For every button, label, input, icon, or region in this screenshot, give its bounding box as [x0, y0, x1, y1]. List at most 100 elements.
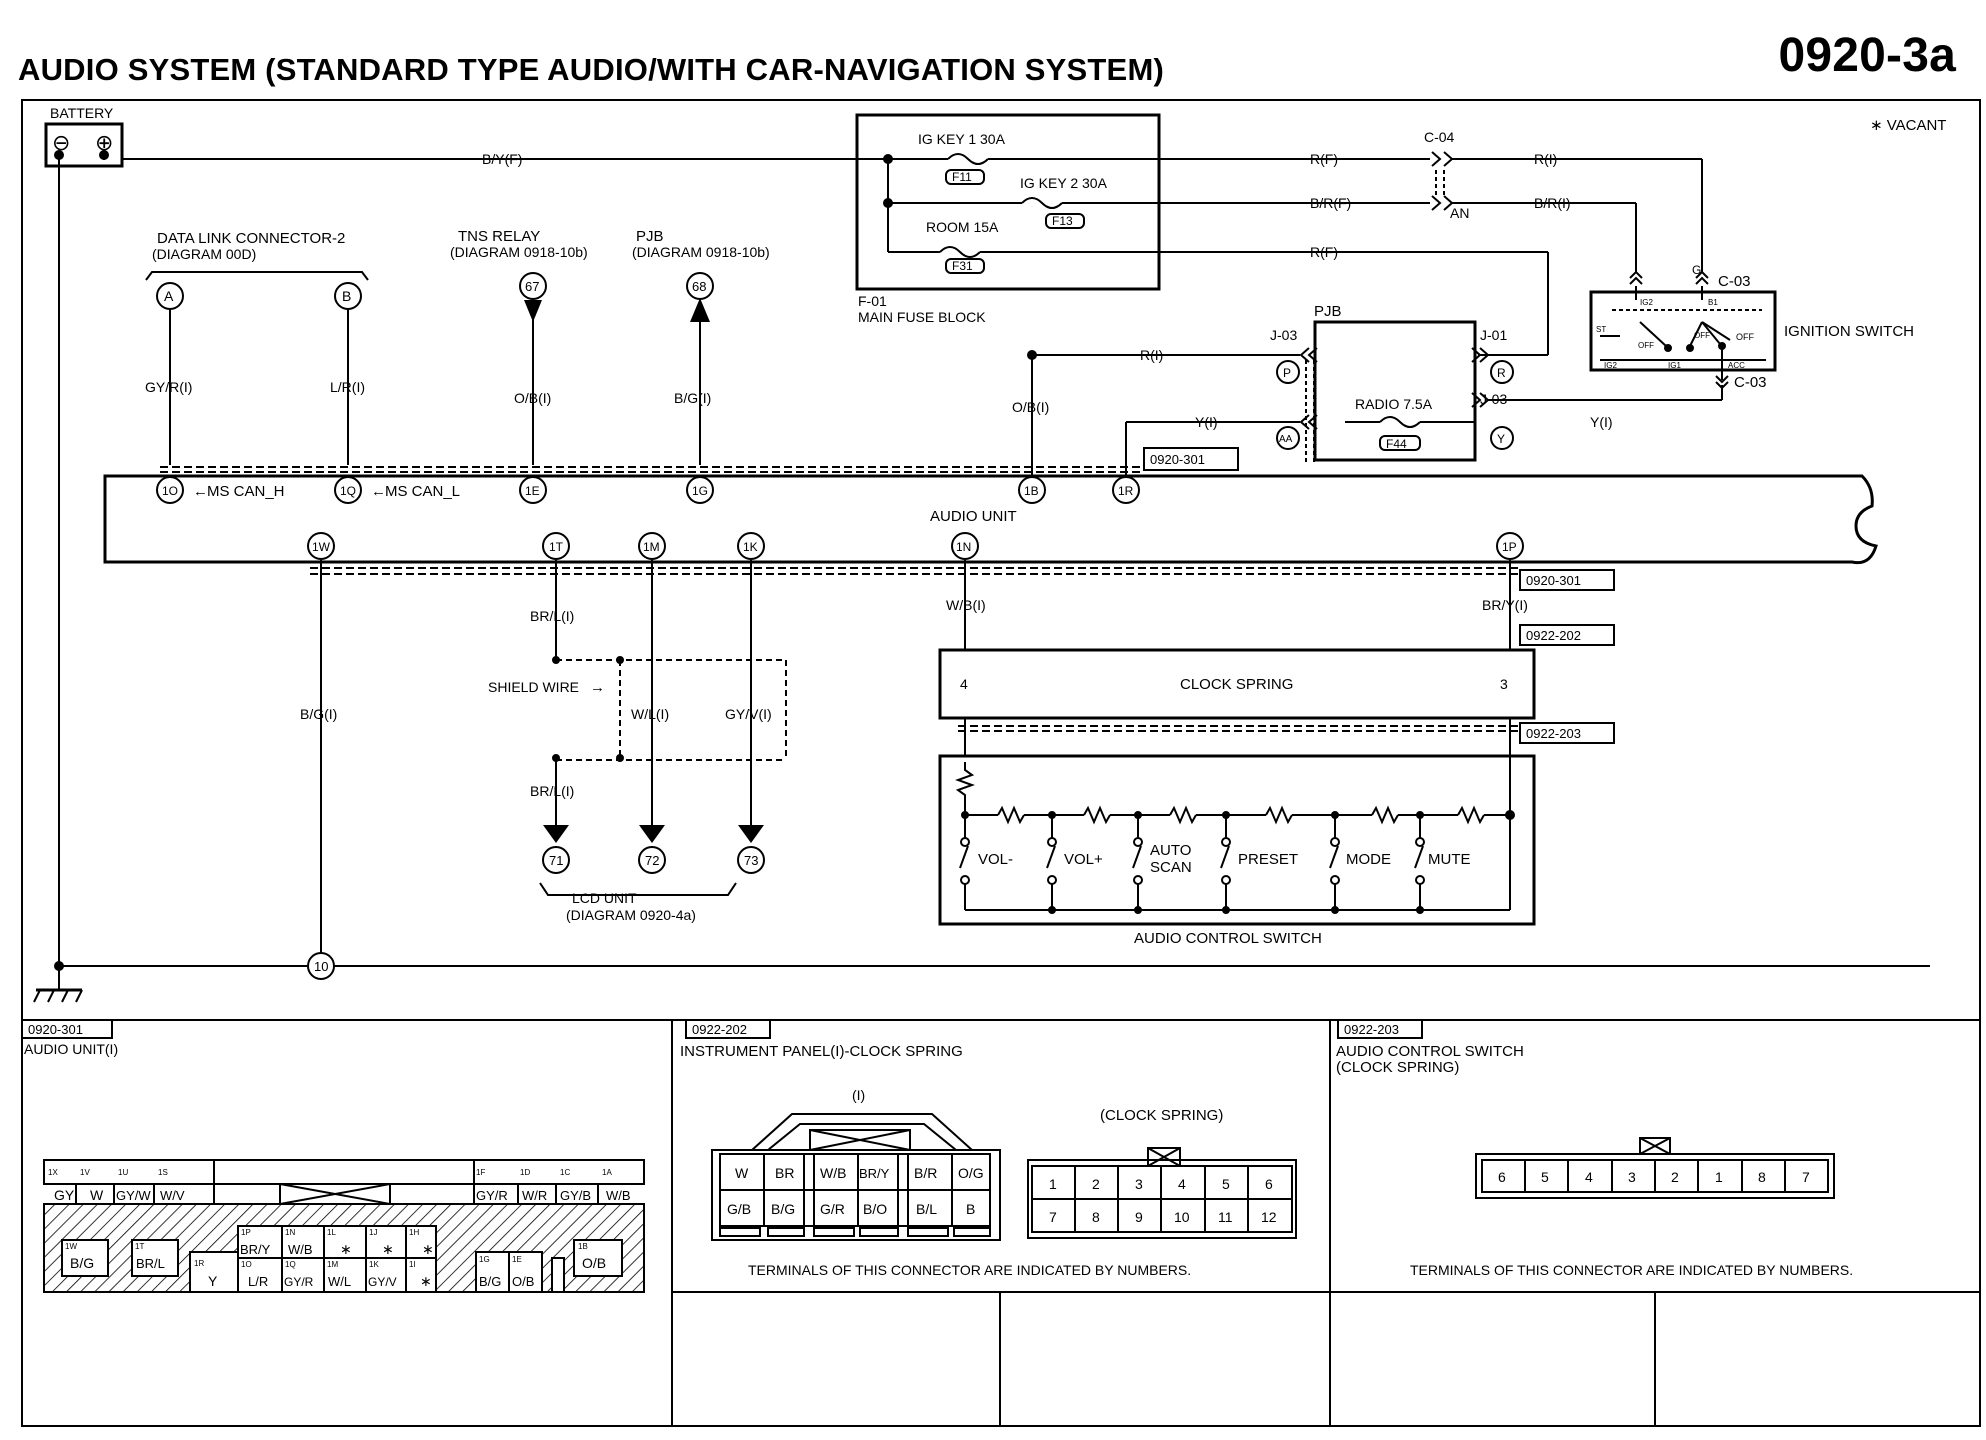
switch-mode: MODE — [1346, 851, 1391, 868]
switch-vol-minus: VOL- — [978, 851, 1013, 868]
ig-terminal-ig2-bottom: IG2 — [1604, 361, 1617, 370]
p1-pin-1u: 1U — [118, 1168, 128, 1177]
p1-pin-1s: 1S — [158, 1168, 168, 1177]
pin-1q: 1Q — [340, 484, 356, 498]
battery-plus: ⊕ — [95, 130, 113, 155]
ref-audio-top: 0920-301 — [1150, 452, 1205, 467]
node-aa-label: AA — [1279, 434, 1293, 445]
callout-pjb: PJB — [636, 228, 664, 245]
panel3-note: TERMINALS OF THIS CONNECTOR ARE INDICATE… — [1410, 1262, 1853, 1278]
pin-1m: 1M — [643, 540, 660, 554]
clock-pin-3: 3 — [1500, 676, 1508, 692]
node-67 — [519, 272, 547, 300]
pin-1g: 1G — [692, 484, 708, 498]
p1-wire-1b: O/B — [582, 1255, 606, 1271]
fuse-ig-key1: IG KEY 1 30A — [918, 131, 1006, 147]
wire-brf-left: B/R(F) — [1310, 195, 1351, 211]
p1-wire-1c: GY/B — [560, 1188, 591, 1203]
clock-spring — [938, 648, 1536, 720]
node-a-label: A — [164, 288, 174, 304]
wire-rf-room: R(F) — [1310, 244, 1338, 260]
cs-harness-b6: B — [966, 1201, 975, 1217]
p1-wire-1p: BR/Y — [240, 1242, 271, 1257]
fuse-block-name: MAIN FUSE BLOCK — [858, 309, 986, 325]
node-p — [1276, 360, 1300, 384]
ig-terminal-acc: ACC — [1728, 361, 1745, 370]
panel2-clock-tag: (CLOCK SPRING) — [1100, 1107, 1223, 1124]
node-10-label: 10 — [314, 959, 328, 974]
p1-pin-1q: 1Q — [285, 1260, 296, 1269]
fuse-f11: F11 — [952, 170, 972, 184]
p1-wire-1i: ∗ — [420, 1273, 432, 1289]
acs-pin-7: 7 — [1802, 1169, 1810, 1185]
ig-terminal-b1: B1 — [1708, 298, 1718, 307]
shield-arrow: → — [590, 679, 605, 696]
p1-pin-1v: 1V — [80, 1168, 90, 1177]
cs-harness-b4: B/O — [863, 1201, 887, 1217]
node-y — [1490, 426, 1514, 450]
wire-wl: W/L(I) — [631, 706, 669, 722]
cs-harness-b2: B/G — [771, 1201, 795, 1217]
ref-audio-bottom: 0920-301 — [1526, 573, 1581, 588]
node-68 — [686, 272, 714, 300]
cs-harness-b3: G/R — [820, 1201, 845, 1217]
page-title: AUDIO SYSTEM (STANDARD TYPE AUDIO/WITH C… — [18, 52, 1164, 87]
wire-brf-right: B/R(I) — [1534, 195, 1571, 211]
panel3-subtitle: (CLOCK SPRING) — [1336, 1059, 1459, 1076]
p1-wire-1o: L/R — [248, 1274, 268, 1289]
p1-wire-1j: ∗ — [382, 1241, 394, 1257]
node-73-label: 73 — [744, 853, 758, 868]
ms-can-h: MS CAN_H — [207, 483, 285, 500]
ignition-switch-label: IGNITION SWITCH — [1784, 323, 1914, 340]
wire-y-out: Y(I) — [1590, 414, 1613, 430]
node-72 — [638, 846, 666, 874]
cs-pin-2: 2 — [1092, 1176, 1100, 1192]
p1-wire-1g: B/G — [479, 1274, 501, 1289]
p1-wire-1h: ∗ — [422, 1241, 434, 1257]
cs-pin-7: 7 — [1049, 1209, 1057, 1225]
panel3-code: 0922-203 — [1344, 1022, 1399, 1037]
wire-bry: BR/Y(I) — [1482, 597, 1528, 613]
p1-pin-1o: 1O — [241, 1260, 252, 1269]
switch-scan: SCAN — [1150, 859, 1192, 876]
p1-pin-1e: 1E — [512, 1255, 522, 1264]
ref-clock-bottom: 0922-203 — [1526, 726, 1581, 741]
p1-wire-1l: ∗ — [340, 1241, 352, 1257]
acs-pin-2: 2 — [1671, 1169, 1679, 1185]
p1-wire-1k: GY/V — [368, 1275, 397, 1289]
p1-pin-1b: 1B — [578, 1242, 588, 1251]
node-y-label: Y — [1497, 432, 1505, 446]
cs-harness-t4: BR/Y — [859, 1166, 890, 1181]
acs-pin-4: 4 — [1585, 1169, 1593, 1185]
p1-pin-1k: 1K — [369, 1260, 379, 1269]
panel2-harness-tag: (I) — [852, 1087, 865, 1103]
callout-tns: TNS RELAY — [458, 228, 540, 245]
p1-wire-1e: O/B — [512, 1274, 534, 1289]
p1-pin-1h: 1H — [409, 1228, 419, 1237]
wire-brl-bottom: BR/L(I) — [530, 783, 574, 799]
pjb-box-label: PJB — [1314, 303, 1342, 320]
acs-pin-8: 8 — [1758, 1169, 1766, 1185]
switch-preset: PRESET — [1238, 851, 1298, 868]
vacant-legend: ∗ VACANT — [1870, 117, 1946, 134]
can-l-arrow: ← — [371, 483, 386, 500]
acs-pin-1: 1 — [1715, 1169, 1723, 1185]
wire-dlc-b: L/R(I) — [330, 379, 365, 395]
p1-pin-1i: 1I — [409, 1260, 416, 1269]
fuse-block-code: F-01 — [858, 293, 887, 309]
wire-y-in: Y(I) — [1195, 414, 1218, 430]
ref-clock-top: 0922-202 — [1526, 628, 1581, 643]
cs-harness-b1: G/B — [727, 1201, 751, 1217]
wire-dlc-a: GY/R(I) — [145, 379, 192, 395]
audio-unit-label: AUDIO UNIT — [930, 508, 1017, 525]
ig-terminal-st: ST — [1596, 325, 1606, 334]
can-h-arrow: ← — [193, 483, 208, 500]
p1-wire-1d: W/R — [522, 1188, 547, 1203]
callout-pjb-ref: (DIAGRAM 0918-10b) — [632, 244, 770, 260]
shield-wire-label: SHIELD WIRE — [488, 679, 579, 695]
clock-pin-4: 4 — [960, 676, 968, 692]
pin-1o: 1O — [162, 484, 178, 498]
cs-pin-10: 10 — [1174, 1209, 1190, 1225]
p1-wire-1r: Y — [208, 1273, 218, 1289]
p1-wire-1v: W — [90, 1187, 104, 1203]
